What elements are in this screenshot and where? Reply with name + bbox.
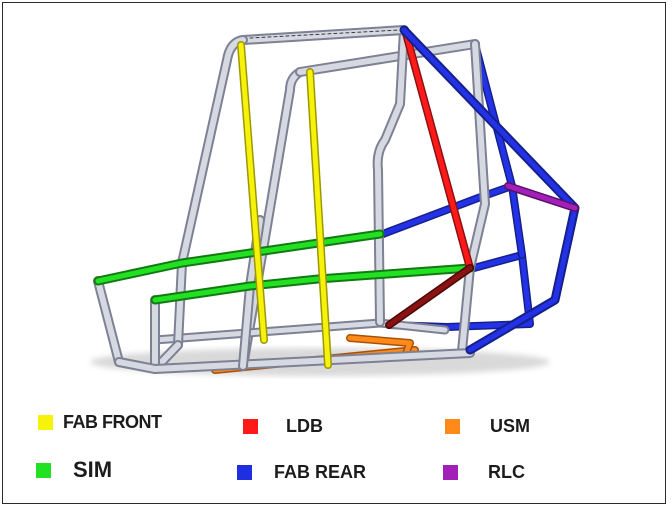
- legend-item-rlc: RLC: [443, 462, 525, 483]
- legend-label-fab-rear: FAB REAR: [274, 462, 367, 482]
- figure-frame: [2, 2, 666, 504]
- legend-item-fab-rear: FAB REAR: [237, 462, 366, 483]
- top-edge-dash: [249, 29, 401, 39]
- legend-swatch-fab-rear: [237, 465, 252, 480]
- main-hoop-right-upright: [374, 27, 407, 325]
- legend-label-fab-front: FAB FRONT: [63, 412, 162, 432]
- fab-front-right-strut: [307, 69, 331, 368]
- legend-item-ldb: LDB: [243, 416, 323, 437]
- inner-main-hoop-right: [459, 41, 488, 354]
- legend-item-sim: SIM: [36, 457, 112, 483]
- legend-label-rlc: RLC: [488, 462, 525, 482]
- fab-rear-outer: [401, 27, 578, 353]
- sim-upper-rail: [95, 231, 383, 284]
- main-hoop-left-upright: [175, 37, 246, 348]
- legend-item-usm: USM: [445, 416, 530, 437]
- fab-front-left-strut: [238, 42, 267, 343]
- inner-main-hoop-top: [297, 41, 478, 75]
- sim-lower-rail: [152, 265, 473, 303]
- legend-swatch-usm: [445, 419, 460, 434]
- legend-label-sim: SIM: [73, 457, 113, 482]
- legend-swatch-ldb: [243, 419, 258, 434]
- legend-label-usm: USM: [490, 416, 530, 436]
- floor-rail-front: [116, 350, 473, 372]
- rlc-member: [505, 183, 578, 211]
- legend-swatch-sim: [36, 462, 51, 478]
- ldb-lower-brace: [386, 265, 473, 328]
- legend-item-fab-front: FAB FRONT: [38, 412, 162, 433]
- legend-swatch-fab-front: [38, 415, 53, 430]
- ldb-diagonal: [402, 27, 473, 271]
- legend-label-ldb: LDB: [286, 416, 323, 436]
- legend-swatch-rlc: [443, 465, 458, 480]
